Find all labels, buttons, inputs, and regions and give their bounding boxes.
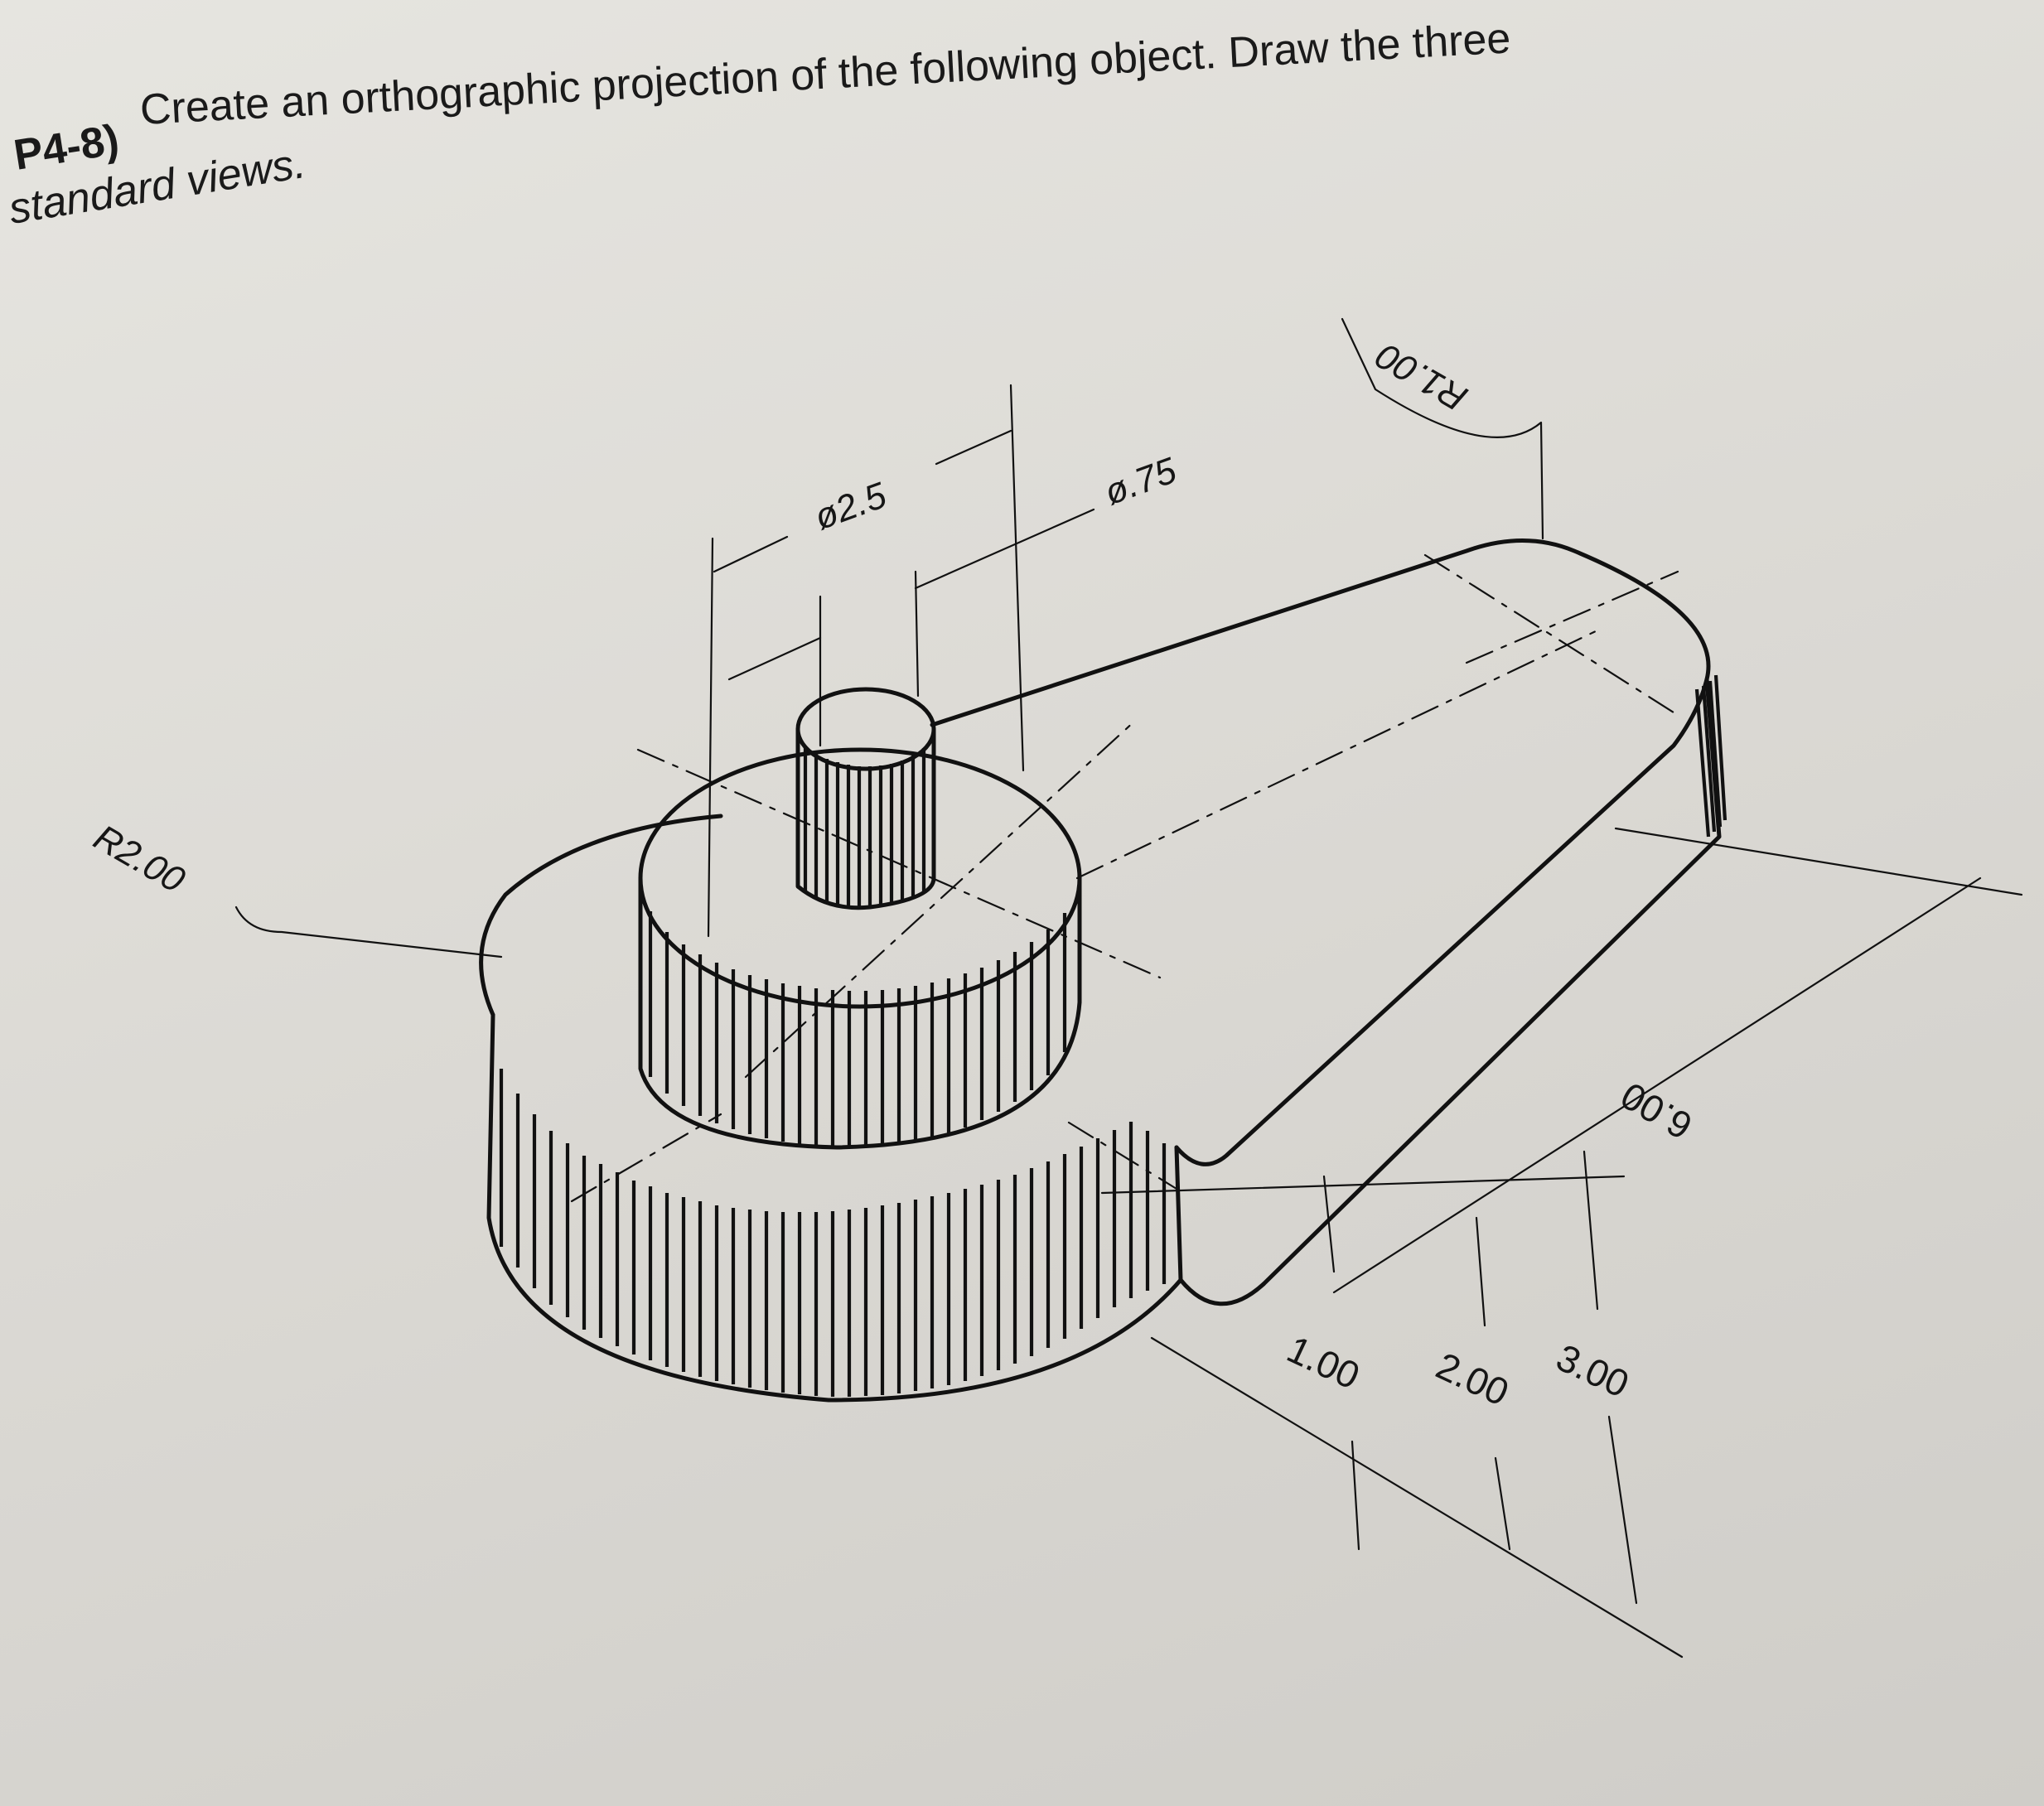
problem-line-1: Create an orthographic projection of the… xyxy=(139,14,1512,134)
dimension-lines xyxy=(234,317,2023,1659)
pin-cylinder xyxy=(795,687,936,910)
dimension-r-2-00: R2.00 xyxy=(87,817,192,901)
dimension-height-3-00: 3.00 xyxy=(1550,1335,1636,1406)
arm-top-edge xyxy=(930,538,1711,1166)
pin-side xyxy=(795,727,936,910)
middle-cylinder-shading xyxy=(648,911,1067,1147)
middle-cylinder-side xyxy=(638,876,1082,1150)
arm-end-shading xyxy=(1694,674,1727,838)
dimension-height-1-00: 1.00 xyxy=(1281,1327,1366,1398)
problem-statement: P4-8) Create an orthographic projection … xyxy=(6,14,1512,233)
base-cylinder xyxy=(479,814,1183,1403)
dimension-height-2-00: 2.00 xyxy=(1430,1344,1515,1414)
middle-cylinder xyxy=(638,747,1082,1150)
arm-bottom-edge xyxy=(1174,1145,1266,1306)
base-cylinder-top xyxy=(479,814,723,1017)
pin-shading xyxy=(803,746,926,906)
arm-side-edge xyxy=(1261,677,1722,1287)
center-lines xyxy=(570,553,1679,1203)
dimension-r-1-00: R1.00 xyxy=(1369,335,1474,418)
dimension-dia-0-75: ø.75 xyxy=(1099,450,1182,513)
base-cylinder-shading xyxy=(499,1069,1167,1397)
dimension-dia-2-5: ø2.5 xyxy=(809,475,892,538)
base-arm xyxy=(930,538,1727,1306)
base-cylinder-side xyxy=(486,1012,1183,1403)
